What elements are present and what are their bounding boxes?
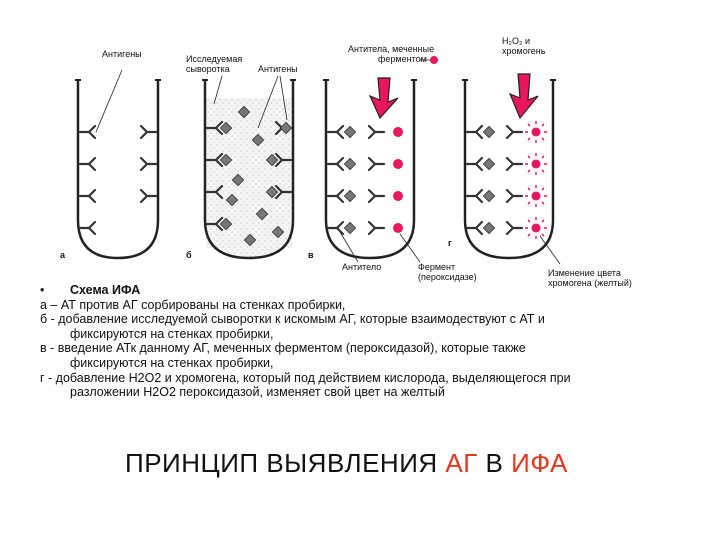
label-labeled-ab-1: Антитела, меченные	[348, 44, 434, 54]
tube-a-antibodies	[78, 124, 158, 236]
tube-g: H₂O₂ и хромогень Изменение цвета хромоге…	[448, 36, 632, 288]
tube-v-complexes	[326, 124, 386, 236]
label-antigens-b: Антигены	[258, 64, 298, 74]
tube-letter-a: a	[60, 250, 66, 260]
caption-line-b2: фиксируются на стенках пробирки,	[70, 326, 274, 341]
caption-line-v2: фиксируются на стенках пробирки,	[70, 355, 274, 370]
tube-b-outline	[203, 80, 295, 260]
label-serum-1: Исследуемая	[186, 54, 242, 64]
tube-a-outline	[76, 80, 160, 260]
title-part-2: АГ	[445, 448, 478, 478]
title-part-4: ИФА	[511, 448, 568, 478]
caption-line-b1: б - добавление исследуемой сыворотки к и…	[40, 312, 545, 327]
label-h2o2-2: хромогень	[502, 46, 546, 56]
label-antibody: Антитело	[342, 262, 381, 272]
caption-line-v1: в - введение АТк данному АГ, меченных фе…	[40, 341, 526, 356]
tube-g-outline	[463, 80, 555, 260]
tube-g-arrow	[508, 73, 539, 120]
slide-title: ПРИНЦИП ВЫЯВЛЕНИЯ АГ В ИФА	[125, 448, 568, 479]
caption-line-g2: разложении Н2О2 пероксидазой, изменяет с…	[70, 385, 445, 400]
label-labeled-ab-2: ферментом	[378, 54, 427, 64]
tube-b: Исследуемая сыворотка Антигены б	[186, 54, 298, 260]
caption-heading: Схема ИФА	[70, 283, 141, 297]
tube-a: Антигены a	[60, 49, 161, 260]
tube-v-enzymes	[393, 127, 403, 233]
tube-v-arrow	[368, 77, 399, 120]
label-enzyme-2: (пероксидазе)	[418, 272, 477, 282]
tube-letter-v: в	[308, 250, 314, 260]
title-part-3: В	[485, 448, 504, 478]
elisa-scheme-diagram: Антигены a Исследуемая сыворотка Антиген…	[60, 36, 632, 288]
caption-heading-line: • Схема ИФА	[40, 283, 680, 298]
label-enzyme-1: Фермент	[418, 262, 455, 272]
tube-g-reacting-enzymes	[525, 121, 547, 239]
caption-line-a: а – АТ против АГ сорбированы на стенках …	[40, 297, 346, 312]
title-part-1: ПРИНЦИП ВЫЯВЛЕНИЯ	[125, 448, 438, 478]
tube-g-complexes	[465, 124, 524, 236]
tube-letter-g: г	[448, 238, 452, 248]
tube-letter-b: б	[186, 250, 192, 260]
label-serum-2: сыворотка	[186, 64, 230, 74]
tube-v: Антитела, меченные ферментом Антитело Фе…	[308, 44, 477, 282]
tube-v-outline	[324, 80, 416, 260]
caption-bullet: •	[40, 283, 45, 297]
label-color-change-2: хромогена (желтый)	[548, 278, 632, 288]
label-antigens-a: Антигены	[102, 49, 142, 59]
label-color-change-1: Изменение цвета	[548, 268, 621, 278]
label-h2o2-1: H₂O₂ и	[502, 36, 530, 46]
caption: • Схема ИФА а – АТ против АГ сорбированы …	[40, 283, 680, 400]
caption-line-g1: г - добавление Н2О2 и хромогена, который…	[40, 370, 571, 385]
